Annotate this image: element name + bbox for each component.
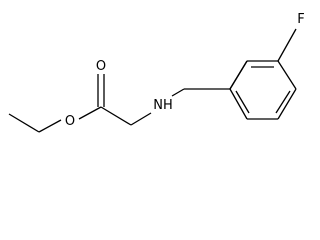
ring-bond-2 [277, 60, 297, 90]
amine-label: NH [153, 98, 173, 113]
bond-carbonyl-c-ch2 [100, 106, 132, 126]
bond-ch2-n [130, 112, 152, 126]
ester-oxygen-label: O [65, 114, 75, 129]
bond-n-ch2 [171, 88, 185, 97]
structure-diagram: O O NH F [8, 12, 305, 133]
ring-double-bond-b [275, 90, 291, 114]
ring-bond-5 [229, 88, 248, 120]
bond-o-carbonyl-c [78, 106, 102, 120]
fluorine-label: F [297, 12, 304, 27]
bond-ring-f [277, 28, 297, 62]
carbonyl-oxygen-label: O [96, 59, 106, 74]
ring-bond-3 [277, 88, 297, 120]
bond-ethyl-ch3 [8, 113, 40, 133]
ring-double-bond-c [235, 90, 250, 114]
bond-ethyl-ch2-o [38, 119, 62, 133]
ring-bond-6 [229, 60, 248, 90]
